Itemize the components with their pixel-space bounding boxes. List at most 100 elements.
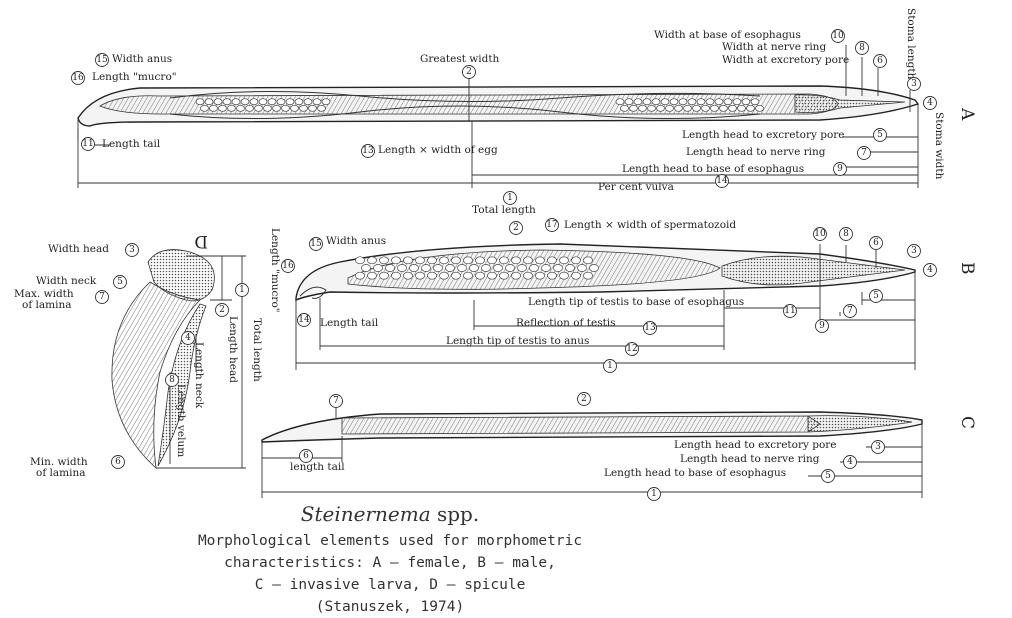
egg <box>218 104 227 112</box>
svg-text:13: 13 <box>362 146 374 156</box>
spermatozoid <box>361 264 371 272</box>
egg <box>714 98 724 106</box>
female-esophagus <box>794 94 906 113</box>
larva-intestine <box>341 415 821 435</box>
egg <box>629 104 638 112</box>
svg-text:6: 6 <box>877 56 883 66</box>
svg-text:9: 9 <box>837 164 843 174</box>
panel-c-letter: C <box>957 416 977 429</box>
svg-text:7: 7 <box>99 292 105 302</box>
svg-text:3: 3 <box>911 79 917 89</box>
d-label-length-velum: Length velum <box>175 384 187 457</box>
b-label-length-mucro: Length "mucro" <box>269 228 281 313</box>
b-label-length-width-spermatozoid: Length × width of spermatozoid <box>564 219 736 231</box>
spermatozoid <box>385 264 395 272</box>
d-label-min-width-1: Min. width <box>30 456 88 468</box>
svg-text:1: 1 <box>651 489 657 499</box>
a-label-total-length: Total length <box>472 204 536 216</box>
spermatozoid <box>451 271 461 280</box>
female-ovary-loop-2 <box>169 105 761 120</box>
egg <box>719 104 728 112</box>
d-label-max-width-1: Max. width <box>14 288 74 300</box>
spermatozoid <box>379 256 389 265</box>
spermatozoid <box>433 264 443 272</box>
svg-text:2: 2 <box>581 394 587 404</box>
spermatozoid <box>565 264 575 272</box>
egg <box>633 98 643 106</box>
spermatozoid <box>517 264 527 272</box>
spermatozoid <box>409 264 419 272</box>
egg <box>741 98 751 106</box>
spermatozoid <box>523 271 533 280</box>
male-esophagus <box>721 255 906 286</box>
spermatozoid <box>463 256 473 265</box>
spermatozoid <box>529 264 539 272</box>
egg <box>615 98 625 106</box>
svg-text:2: 2 <box>466 67 472 77</box>
egg <box>299 104 308 112</box>
spermatozoid <box>439 256 449 265</box>
svg-text:7: 7 <box>861 148 867 158</box>
egg <box>321 98 331 106</box>
svg-text:4: 4 <box>847 457 853 467</box>
panel-a-letter: A <box>957 107 977 121</box>
egg <box>687 98 697 106</box>
caption-species: spp. <box>436 502 480 526</box>
egg <box>701 104 710 112</box>
svg-text:7: 7 <box>333 396 339 406</box>
female-eggs <box>195 98 764 112</box>
a-label-length-head-base-esophagus: Length head to base of esophagus <box>622 163 804 175</box>
male-spicule <box>299 286 327 299</box>
caption-line-2: characteristics: A – female, B – male, <box>224 555 556 571</box>
d-label-length-neck: Length neck <box>193 342 205 409</box>
spermatozoid <box>355 256 365 265</box>
spermatozoid <box>367 271 377 280</box>
caption-line-4: (Stanuszek, 1974) <box>315 599 465 615</box>
a-number-markers: 15 16 11 2 13 10 8 6 3 4 5 7 9 14 1 <box>71 29 937 205</box>
egg <box>638 104 647 112</box>
a-label-length-head-excretory-pore: Length head to excretory pore <box>682 129 845 141</box>
svg-text:7: 7 <box>847 306 853 316</box>
egg <box>281 104 290 112</box>
caption-title: Steinernema spp. <box>301 502 479 526</box>
svg-text:14: 14 <box>298 315 310 325</box>
spermatozoid <box>415 271 425 280</box>
egg <box>245 104 254 112</box>
a-label-greatest-width: Greatest width <box>420 53 500 65</box>
svg-text:5: 5 <box>873 291 879 301</box>
egg <box>651 98 661 106</box>
svg-text:3: 3 <box>875 442 881 452</box>
egg <box>267 98 277 106</box>
b-label-reflection-testis: Reflection of testis <box>516 317 616 329</box>
svg-text:15: 15 <box>96 55 108 65</box>
spermatozoid <box>571 256 581 265</box>
spermatozoid <box>379 271 389 280</box>
spermatozoid <box>583 256 593 265</box>
svg-text:8: 8 <box>843 229 849 239</box>
a-label-stoma-length: Stoma length <box>905 8 917 80</box>
caption-line-3: C – invasive larva, D – spicule <box>254 577 526 593</box>
egg <box>696 98 706 106</box>
b-label-length-tip-testis-base-esophagus: Length tip of testis to base of esophagu… <box>528 296 744 308</box>
c-label-length-head-excretory-pore: Length head to excretory pore <box>674 439 837 451</box>
spermatozoid <box>403 256 413 265</box>
d-number-markers: 3 5 7 1 2 4 8 6 <box>95 243 249 469</box>
egg <box>317 104 326 112</box>
svg-text:16: 16 <box>282 261 294 271</box>
egg <box>656 104 665 112</box>
svg-text:4: 4 <box>927 265 933 275</box>
spermatozoid <box>583 271 593 280</box>
panel-d-letter: D <box>194 231 208 251</box>
spermatozoid <box>403 271 413 280</box>
egg <box>723 98 733 106</box>
panel-d-spicule: Width head Width neck Max. width of lami… <box>14 231 263 479</box>
c-label-length-head-nerve-ring: Length head to nerve ring <box>680 453 820 465</box>
a-label-length-width-egg: Length × width of egg <box>378 144 498 156</box>
a-label-width-anus: Width anus <box>112 53 172 65</box>
svg-text:1: 1 <box>607 361 613 371</box>
egg <box>227 104 236 112</box>
female-ovary-loop <box>169 90 761 103</box>
caption-genus: Steinernema <box>300 502 431 526</box>
svg-text:17: 17 <box>546 220 558 230</box>
spermatozoid <box>535 271 545 280</box>
